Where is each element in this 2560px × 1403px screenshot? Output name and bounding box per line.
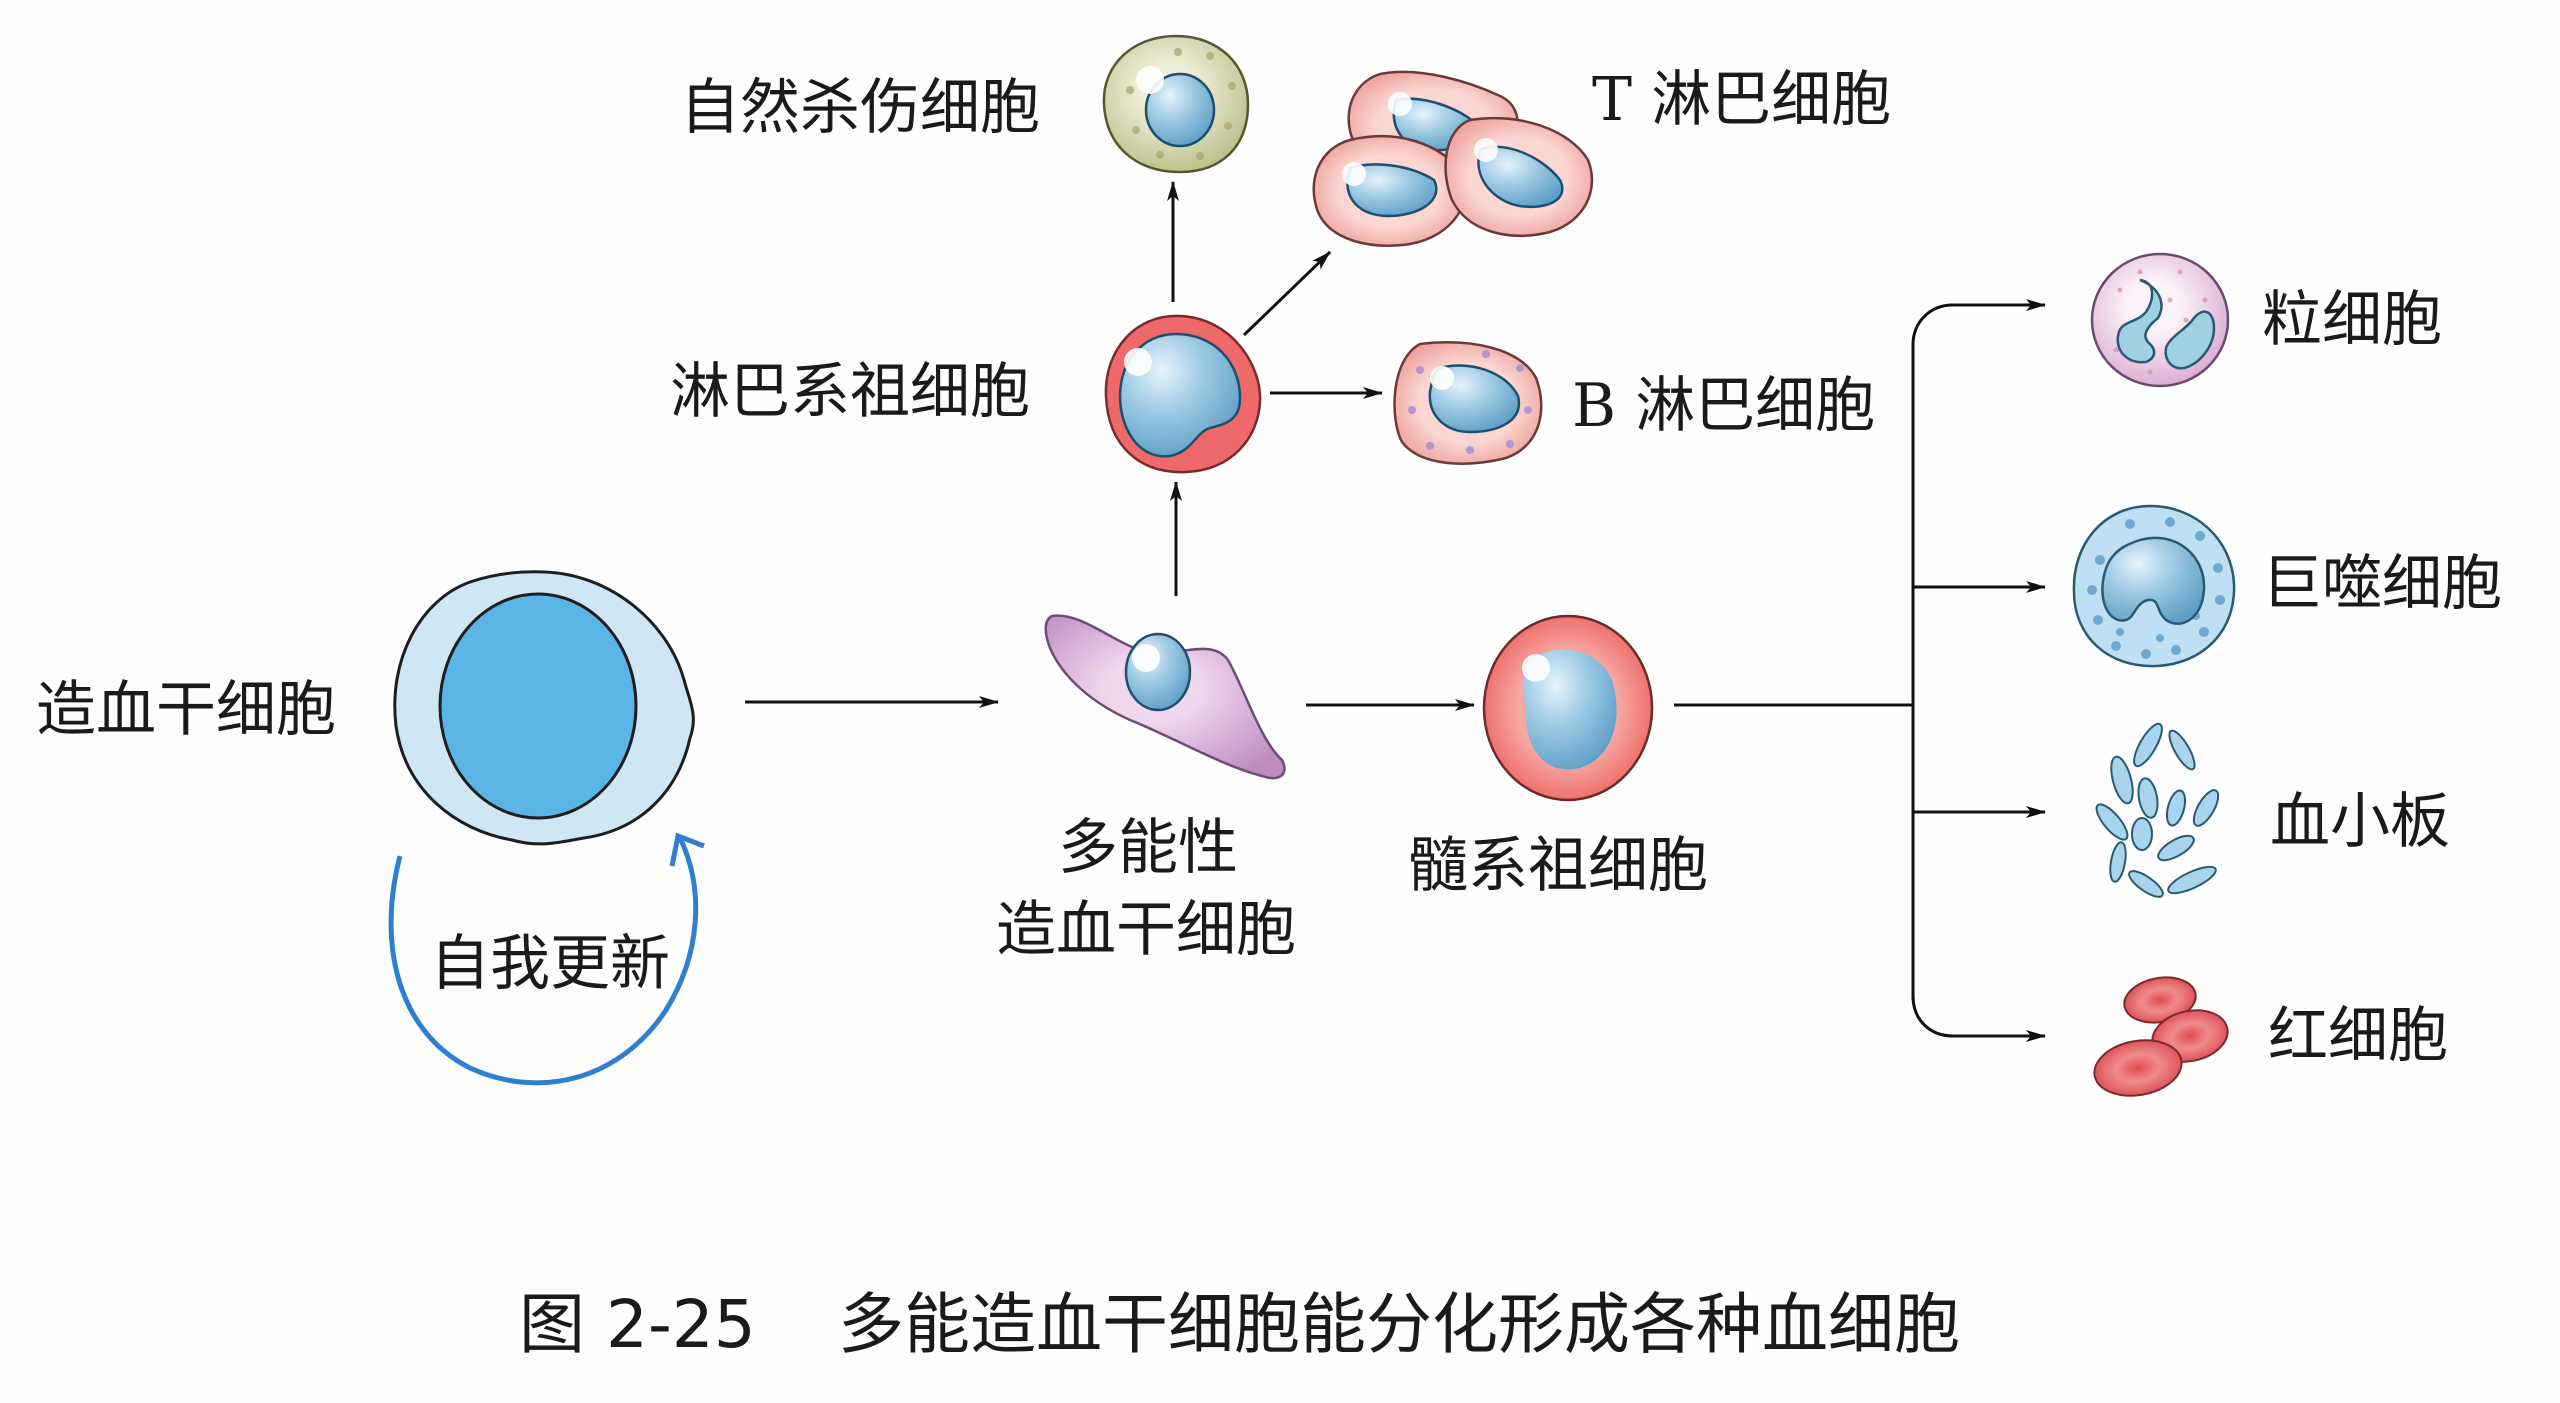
figure-caption-number: 图 2-25 [519, 1286, 756, 1363]
arrow-lymphoid-to-t [1242, 250, 1332, 337]
macrophage-icon [2072, 504, 2236, 668]
nk-cell-icon [1102, 34, 1250, 174]
lymphoid-progenitor-icon [1104, 314, 1262, 474]
label-myeloid-progenitor: 髓系祖细胞 [1408, 831, 1708, 901]
figure-caption-text: 多能造血干细胞能分化形成各种血细胞 [838, 1286, 1960, 1363]
b-cell-icon [1393, 341, 1543, 465]
label-multipotent-line1: 多能性 [1058, 813, 1238, 883]
platelet-icon [2095, 722, 2220, 898]
label-lymphoid-progenitor: 淋巴系祖细胞 [670, 357, 1030, 427]
label-rbc: 红细胞 [2268, 1001, 2448, 1071]
label-self-renewal: 自我更新 [430, 929, 670, 999]
label-t-cell: T 淋巴细胞 [1592, 65, 1892, 135]
multipotent-stem-cell-icon [1044, 614, 1286, 780]
label-hematopoietic-stem-cell: 造血干细胞 [36, 675, 336, 745]
label-multipotent-line2: 造血干细胞 [996, 895, 1296, 965]
myeloid-progenitor-icon [1482, 614, 1654, 802]
label-macrophage: 巨噬细胞 [2262, 549, 2502, 619]
myeloid-branch-connector [1674, 303, 1954, 1038]
label-b-cell: B 淋巴细胞 [1572, 371, 1876, 441]
rbc-icon [2093, 976, 2229, 1097]
label-platelet: 血小板 [2270, 787, 2450, 857]
t-cell-icon [1312, 70, 1594, 247]
granulocyte-icon [2090, 252, 2230, 388]
label-granulocyte: 粒细胞 [2262, 285, 2442, 355]
self-renewal-arrow-icon [388, 832, 705, 1086]
hematopoietic-stem-cell-icon [393, 570, 695, 846]
label-nk-cell: 自然杀伤细胞 [680, 73, 1040, 143]
